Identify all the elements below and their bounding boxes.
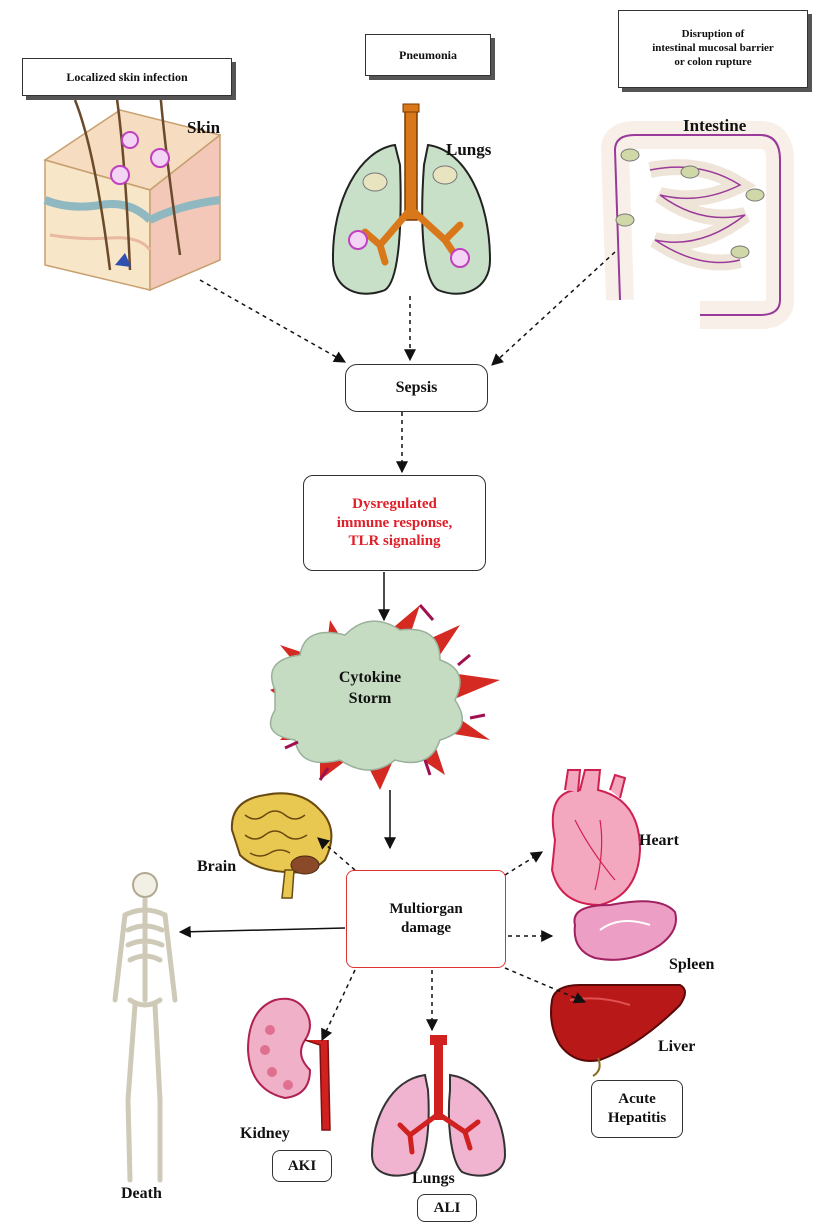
intestinal-disruption-box: Disruption of intestinal mucosal barrier… bbox=[618, 10, 808, 88]
kidney-label: Kidney bbox=[240, 1125, 290, 1143]
intestine-label: Intestine bbox=[683, 116, 746, 136]
cytokine-storm-label: Cytokine Storm bbox=[330, 668, 410, 710]
arrow-skin-sepsis bbox=[200, 280, 345, 362]
skeleton-illustration bbox=[115, 873, 175, 1180]
multiorgan-damage-text: Multiorgan damage bbox=[389, 900, 462, 938]
aki-box: AKI bbox=[272, 1150, 332, 1182]
ali-text: ALI bbox=[434, 1200, 461, 1217]
skin-infection-text: Localized skin infection bbox=[66, 70, 187, 85]
intestine-illustration bbox=[615, 135, 780, 315]
ali-box: ALI bbox=[417, 1194, 477, 1222]
heart-label: Heart bbox=[639, 832, 679, 850]
arrow-intestine-sepsis bbox=[492, 252, 615, 365]
arrow-multiorgan-kidney bbox=[322, 970, 355, 1040]
liver-illustration bbox=[551, 985, 685, 1076]
acute-hepatitis-text: Acute Hepatitis bbox=[608, 1090, 666, 1128]
liver-label: Liver bbox=[658, 1038, 695, 1056]
arrow-multiorgan-death bbox=[180, 928, 345, 932]
multiorgan-damage-box: Multiorgan damage bbox=[346, 870, 506, 968]
acute-hepatitis-box: Acute Hepatitis bbox=[591, 1080, 683, 1138]
lungs-bottom-label: Lungs bbox=[412, 1170, 455, 1188]
skin-label: Skin bbox=[187, 118, 220, 138]
intestinal-disruption-text: Disruption of intestinal mucosal barrier… bbox=[652, 28, 774, 69]
pneumonia-text: Pneumonia bbox=[399, 48, 457, 63]
heart-illustration bbox=[552, 770, 640, 905]
kidney-illustration bbox=[248, 999, 330, 1130]
skin-infection-box: Localized skin infection bbox=[22, 58, 232, 96]
spleen-label: Spleen bbox=[669, 956, 714, 974]
arrow-multiorgan-heart bbox=[505, 852, 542, 875]
lungs-bottom-illustration bbox=[372, 1035, 505, 1176]
death-label: Death bbox=[121, 1185, 162, 1203]
sepsis-box: Sepsis bbox=[345, 364, 488, 412]
skin-illustration bbox=[45, 85, 220, 290]
brain-label: Brain bbox=[197, 858, 236, 876]
immune-response-text: Dysregulated immune response, TLR signal… bbox=[337, 495, 453, 551]
aki-text: AKI bbox=[288, 1158, 316, 1175]
brain-illustration bbox=[232, 793, 332, 898]
spleen-illustration bbox=[574, 901, 676, 960]
sepsis-text: Sepsis bbox=[396, 379, 438, 397]
lungs-top-label: Lungs bbox=[446, 140, 491, 160]
pneumonia-box: Pneumonia bbox=[365, 34, 491, 76]
lungs-top-illustration bbox=[333, 104, 490, 294]
immune-response-box: Dysregulated immune response, TLR signal… bbox=[303, 475, 486, 571]
